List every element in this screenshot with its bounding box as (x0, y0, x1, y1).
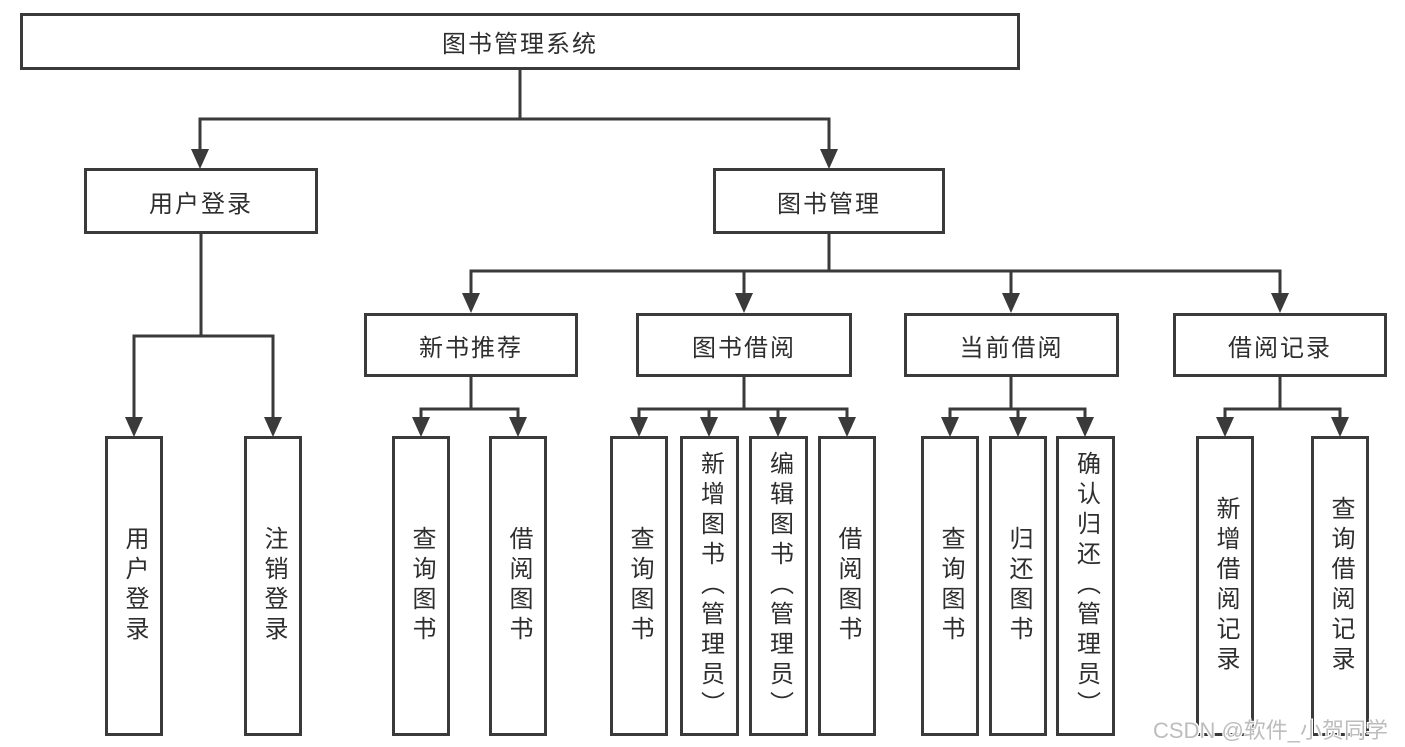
node-label: 借阅图书 (834, 526, 861, 646)
connector-book-management-to-level3 (462, 233, 1289, 313)
connector-user-login-to-leaves (125, 233, 282, 437)
leaf-logout: 注销登录 (244, 436, 302, 736)
node-label: 当前借阅 (959, 334, 1064, 362)
leaf-query-borrow-record: 查询借阅记录 (1311, 436, 1369, 736)
node-label: 新增图书（管理员） (696, 451, 724, 721)
node-label: 查询图书 (408, 526, 435, 646)
leaf-add-book-admin: 新增图书（管理员） (680, 436, 739, 736)
leaf-add-borrow-record: 新增借阅记录 (1196, 436, 1254, 736)
leaf-query-books-recommend: 查询图书 (392, 436, 450, 736)
node-label: 确认归还（管理员） (1072, 451, 1100, 721)
leaf-query-books-borrowing: 查询图书 (610, 436, 668, 736)
node-user-login: 用户登录 (84, 168, 318, 234)
leaf-return-books: 归还图书 (989, 436, 1047, 736)
node-label: 图书借阅 (692, 334, 796, 362)
leaf-query-books-current: 查询图书 (921, 436, 979, 736)
leaf-user-login: 用户登录 (105, 436, 163, 736)
node-label: 编辑图书（管理员） (765, 451, 793, 721)
node-root: 图书管理系统 (20, 13, 1020, 70)
node-current-borrowing: 当前借阅 (904, 313, 1119, 377)
node-borrowing-records: 借阅记录 (1173, 313, 1387, 377)
connector-borrowing-records-to-leaves (1216, 377, 1349, 437)
node-new-book-recommendation: 新书推荐 (364, 313, 578, 377)
node-label: 图书管理系统 (442, 31, 598, 58)
connector-new-book-recommendation-to-leaves (412, 377, 527, 437)
leaf-edit-book-admin: 编辑图书（管理员） (749, 436, 808, 736)
connector-current-borrowing-to-leaves (941, 377, 1094, 437)
node-label: 新书推荐 (419, 334, 523, 362)
node-label: 用户登录 (149, 190, 253, 218)
node-book-management: 图书管理 (713, 168, 945, 234)
node-book-borrowing: 图书借阅 (636, 313, 852, 377)
node-label: 查询借阅记录 (1327, 496, 1354, 676)
connector-book-borrowing-to-leaves (630, 377, 856, 437)
connector-root-to-level2 (191, 70, 838, 169)
leaf-borrow-books-borrowing: 借阅图书 (818, 436, 876, 736)
node-label: 图书管理 (777, 190, 881, 218)
node-label: 查询图书 (626, 526, 653, 646)
node-label: 借阅记录 (1228, 334, 1332, 362)
node-label: 查询图书 (937, 526, 964, 646)
node-label: 新增借阅记录 (1212, 496, 1239, 676)
csdn-watermark: CSDN @软件_小贺同学 (1153, 718, 1389, 743)
node-label: 归还图书 (1005, 526, 1032, 646)
node-label: 借阅图书 (505, 526, 532, 646)
leaf-borrow-books-recommend: 借阅图书 (489, 436, 547, 736)
node-label: 用户登录 (121, 526, 148, 646)
leaf-confirm-return-admin: 确认归还（管理员） (1056, 436, 1115, 736)
node-label: 注销登录 (260, 526, 287, 646)
